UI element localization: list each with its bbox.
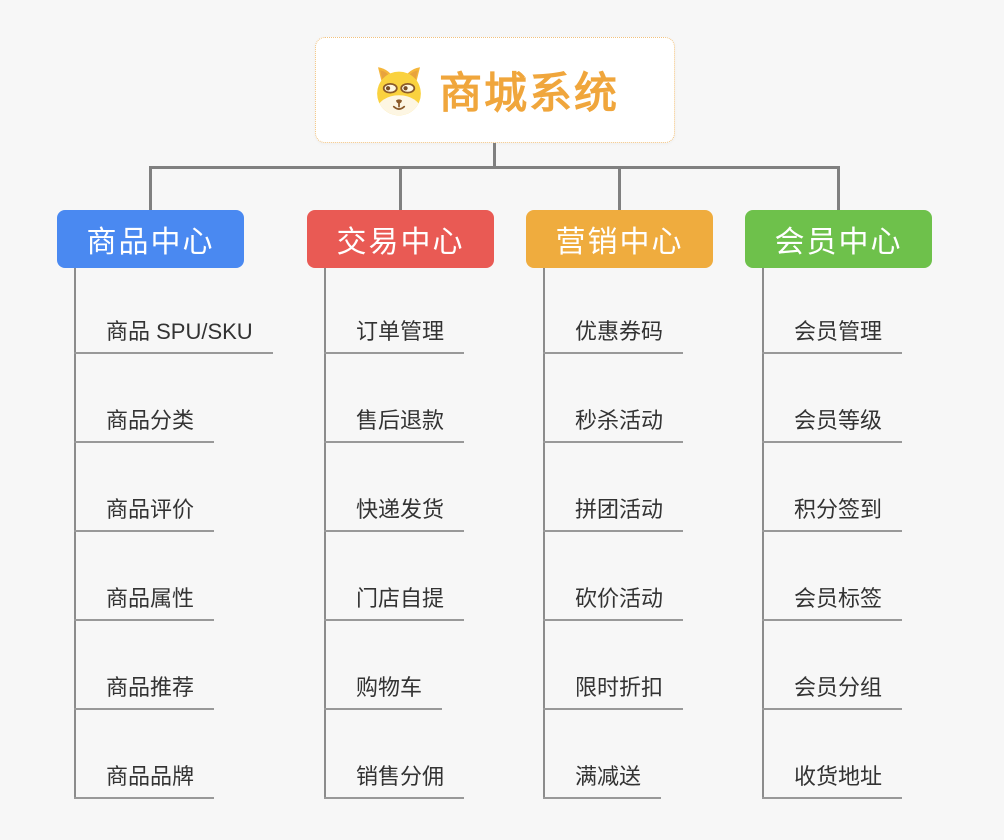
branch-node-goods[interactable]: 商品中心 [57,210,244,268]
connector-drop-trade [399,166,402,210]
branch-trunk-line-goods [74,268,76,799]
leaf-node-goods-0[interactable]: 商品 SPU/SKU [74,308,273,354]
leaf-node-goods-5[interactable]: 商品品牌 [74,753,215,799]
connector-drop-goods [149,166,152,210]
leaf-node-trade-1[interactable]: 售后退款 [324,397,465,443]
dog-mascot-icon [371,62,427,118]
leaf-node-marketing-1[interactable]: 秒杀活动 [543,397,684,443]
leaf-node-trade-4[interactable]: 购物车 [324,664,443,710]
root-node[interactable]: 商城系统 [315,37,675,143]
leaf-node-goods-3[interactable]: 商品属性 [74,575,215,621]
connector-horizontal-bar [149,166,840,169]
branch-node-trade[interactable]: 交易中心 [307,210,494,268]
branch-trunk-line-marketing [543,268,545,799]
leaf-node-member-1[interactable]: 会员等级 [762,397,903,443]
branch-node-member[interactable]: 会员中心 [745,210,932,268]
leaf-node-trade-3[interactable]: 门店自提 [324,575,465,621]
branch-trunk-line-trade [324,268,326,799]
connector-drop-marketing [618,166,621,210]
connector-root-stub [493,143,496,167]
root-title: 商城系统 [439,70,619,118]
leaf-node-marketing-0[interactable]: 优惠券码 [543,308,684,354]
leaf-node-goods-2[interactable]: 商品评价 [74,486,215,532]
leaf-node-marketing-5[interactable]: 满减送 [543,753,662,799]
connector-drop-member [837,166,840,210]
leaf-node-trade-2[interactable]: 快递发货 [324,486,465,532]
leaf-node-marketing-4[interactable]: 限时折扣 [543,664,684,710]
branch-trunk-line-member [762,268,764,799]
leaf-node-goods-4[interactable]: 商品推荐 [74,664,215,710]
leaf-node-member-3[interactable]: 会员标签 [762,575,903,621]
leaf-node-marketing-2[interactable]: 拼团活动 [543,486,684,532]
leaf-node-trade-0[interactable]: 订单管理 [324,308,465,354]
leaf-node-member-4[interactable]: 会员分组 [762,664,903,710]
leaf-node-member-2[interactable]: 积分签到 [762,486,903,532]
leaf-node-trade-5[interactable]: 销售分佣 [324,753,465,799]
leaf-node-member-0[interactable]: 会员管理 [762,308,903,354]
leaf-node-member-5[interactable]: 收货地址 [762,753,903,799]
leaf-node-goods-1[interactable]: 商品分类 [74,397,215,443]
leaf-node-marketing-3[interactable]: 砍价活动 [543,575,684,621]
branch-node-marketing[interactable]: 营销中心 [526,210,713,268]
